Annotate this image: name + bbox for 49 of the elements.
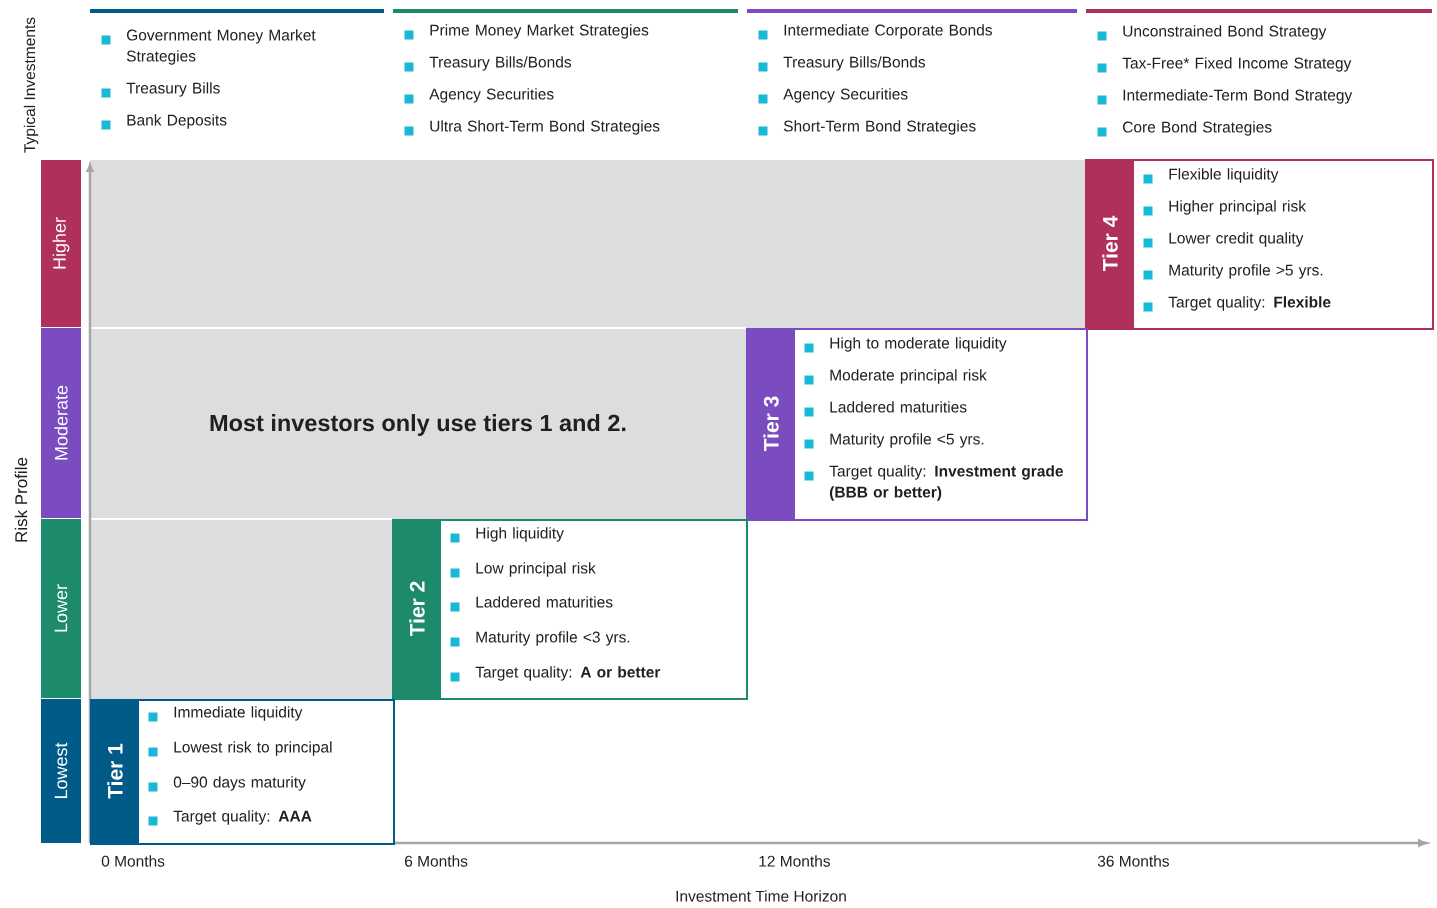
tick-label: 36 Months: [1097, 855, 1169, 867]
risk-band: Lowest: [41, 699, 81, 843]
bullet-item: Target quality: Flexible: [1143, 296, 1331, 312]
bullet-item: Moderate principal risk: [804, 369, 987, 385]
bullet-item: Target quality: A or better: [450, 666, 661, 682]
bullet-item: High to moderate liquidity: [804, 337, 1007, 353]
bullet-item: Flexible liquidity: [1143, 168, 1279, 184]
bullet-item: Lower credit quality: [1143, 232, 1304, 248]
tier-box: Tier 2 High liquidity Low principal risk Laddered maturities Maturity profile <3 yrs. Target quality: A or better: [392, 519, 748, 700]
bullet-item: Unconstrained Bond Strategy: [1097, 25, 1327, 41]
bullet-item: Higher principal risk: [1143, 200, 1306, 216]
bullet-item: Ultra Short-Term Bond Strategies: [404, 120, 660, 136]
bullet-item: Agency Securities: [404, 88, 554, 104]
bullet-item: Maturity profile <5 yrs.: [804, 433, 984, 449]
bullet-item: Laddered maturities: [450, 596, 613, 612]
bullet-item: Target quality: Investment grade (BBB or better): [804, 465, 1063, 501]
bullet-item: Agency Securities: [758, 88, 908, 104]
bullet-item: Bank Deposits: [101, 114, 227, 130]
bullet-item: Tax-Free* Fixed Income Strategy: [1097, 57, 1352, 73]
bullet-item: Treasury Bills/Bonds: [758, 56, 926, 72]
bullet-item: Core Bond Strategies: [1097, 121, 1272, 137]
tick-label: 12 Months: [759, 855, 830, 867]
bullet-item: High liquidity: [450, 527, 564, 543]
bullet-item: Maturity profile <3 yrs.: [450, 631, 630, 647]
bullet-item: Government Money Market Strategies: [101, 29, 316, 65]
risk-band: Moderate: [41, 328, 81, 518]
axis-title: Risk Profile: [14, 457, 28, 542]
bullet-item: Short-Term Bond Strategies: [758, 120, 976, 136]
risk-band: Higher: [41, 160, 81, 327]
risk-band: Lower: [41, 519, 81, 698]
axis-title: Investment Time Horizon: [676, 890, 846, 902]
bullet-item: Laddered maturities: [804, 401, 967, 417]
bullet-item: Treasury Bills: [101, 82, 220, 98]
tick-label: 0 Months: [101, 855, 165, 867]
bullet-item: Lowest risk to principal: [148, 741, 332, 757]
tick-label: 6 Months: [405, 855, 468, 867]
bullet-item: Immediate liquidity: [148, 706, 303, 722]
bullet-item: Maturity profile >5 yrs.: [1143, 264, 1323, 280]
tier-box: Tier 1 Immediate liquidity Lowest risk to principal 0–90 days maturity Target quality: AAA: [90, 699, 395, 845]
bullet-item: Target quality: AAA: [148, 810, 312, 826]
tier-box: Tier 4 Flexible liquidity Higher principal risk Lower credit quality Maturity profile >5 yrs. Target quality: Flexible: [1085, 159, 1434, 330]
bullet-item: Low principal risk: [450, 562, 596, 578]
tier-box: Tier 3 High to moderate liquidity Moderate principal risk Laddered maturities Maturity profile <5 yrs. Target quality: Investment grade (BBB or better): [746, 328, 1088, 521]
bullet-item: Prime Money Market Strategies: [404, 24, 649, 40]
bullet-item: Intermediate-Term Bond Strategy: [1097, 89, 1353, 105]
bullet-item: Treasury Bills/Bonds: [404, 56, 572, 72]
bullet-item: Intermediate Corporate Bonds: [758, 24, 992, 40]
column-heading: Typical Investments: [23, 17, 39, 153]
bullet-item: 0–90 days maturity: [148, 776, 306, 792]
